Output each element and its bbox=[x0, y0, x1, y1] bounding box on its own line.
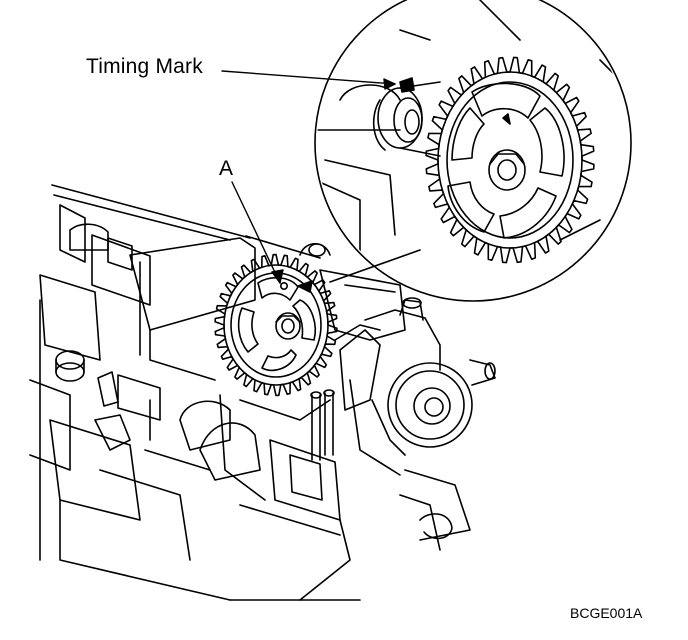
leader-lines bbox=[221, 70, 396, 284]
figure-code-label: BCGE001A bbox=[570, 605, 643, 621]
callout-a-label: A bbox=[219, 157, 234, 180]
pump-pulley bbox=[339, 297, 496, 456]
timing-mark-label: Timing Mark bbox=[86, 55, 203, 78]
engine-block-outline bbox=[29, 184, 471, 601]
enlarged-detail-inset bbox=[245, 0, 632, 302]
